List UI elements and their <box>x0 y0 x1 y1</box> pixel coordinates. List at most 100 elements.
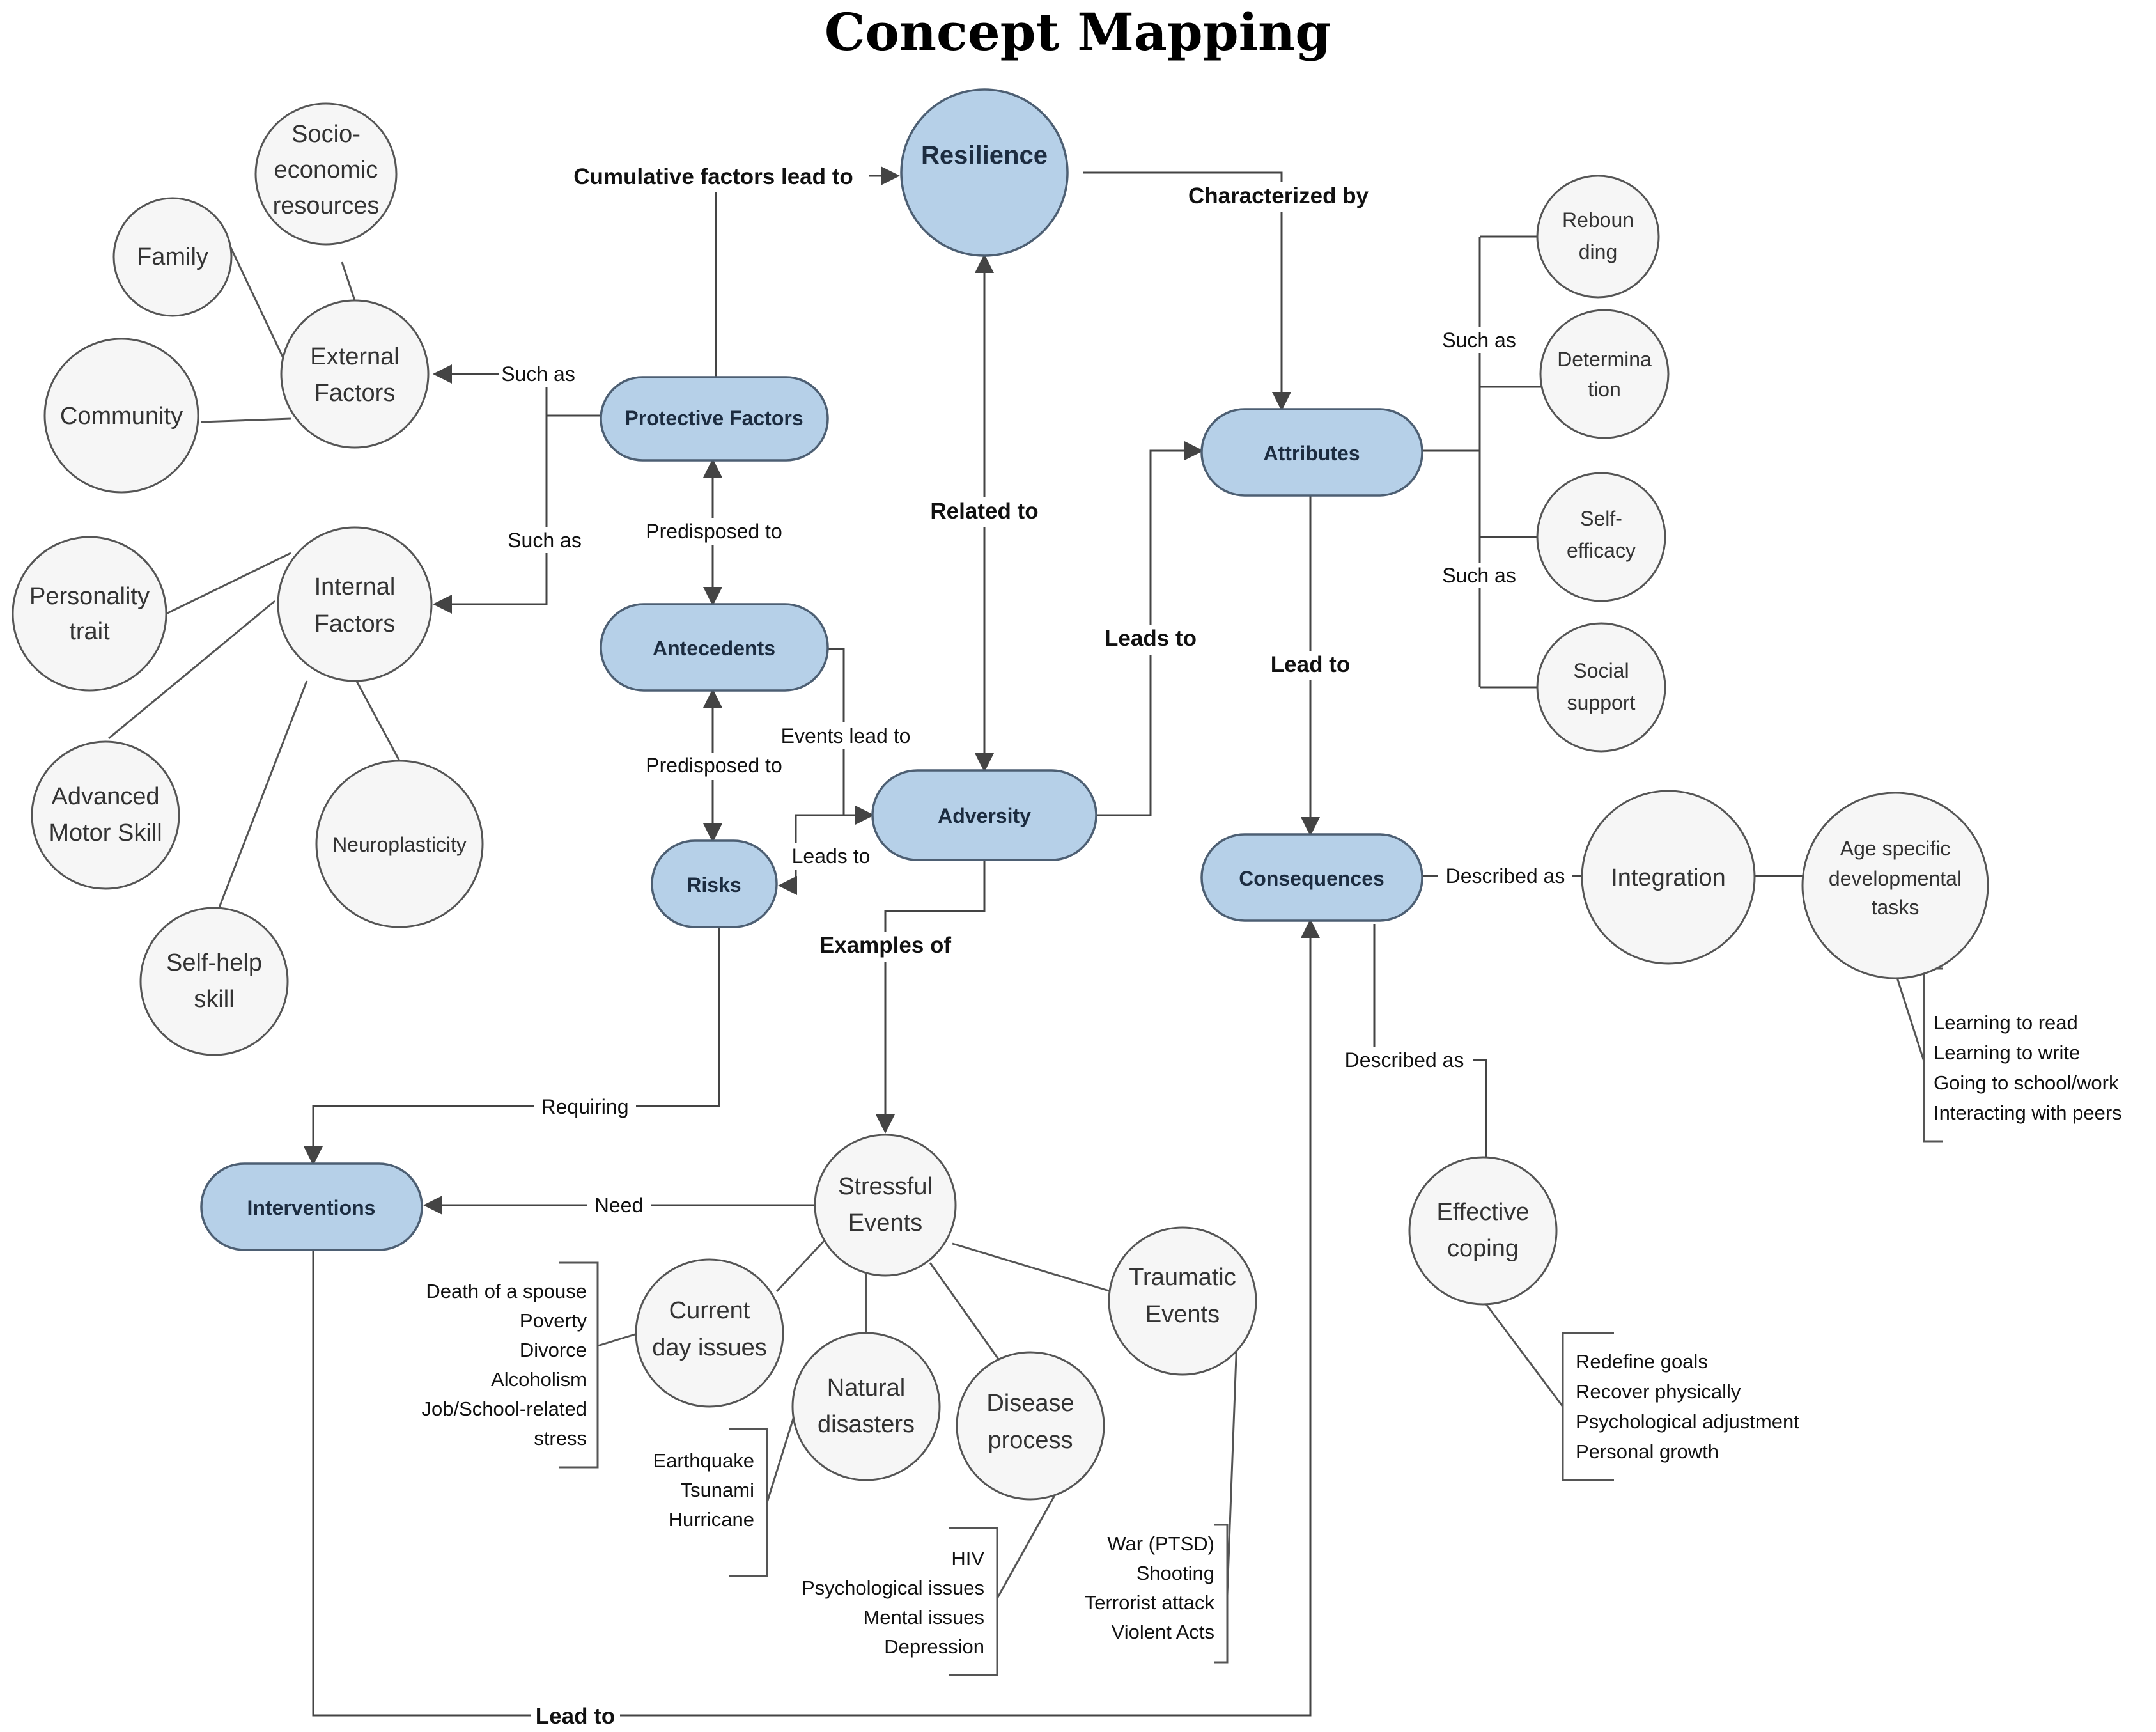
circle-self-efficacy: Self- efficacy <box>1536 472 1666 602</box>
svg-text:Age specific: Age specific <box>1840 837 1951 860</box>
edge-stressful-current <box>775 1239 826 1293</box>
svg-text:Current: Current <box>669 1297 750 1324</box>
edge-label-such-as-internal: Such as <box>502 527 588 553</box>
node-adversity: Adversity <box>871 769 1097 861</box>
edge-label-requiring: Requiring <box>534 1095 636 1120</box>
page-title: Concept Mapping <box>825 2 1331 62</box>
circle-external-factors: External Factors <box>280 299 430 449</box>
edge-label-need: Need <box>587 1193 651 1219</box>
svg-text:Events lead to: Events lead to <box>781 724 911 747</box>
list-item: Divorce <box>520 1339 587 1361</box>
edge-adversity-stressful <box>876 860 986 1134</box>
circle-social-support: Social support <box>1536 622 1666 753</box>
circle-personality-trait: Personality trait <box>12 536 167 692</box>
edge-external-socio <box>341 261 356 301</box>
svg-text:Leads to: Leads to <box>792 845 871 868</box>
edge-coping-line <box>1470 1059 1487 1157</box>
svg-text:Risks: Risks <box>686 873 741 896</box>
edge-label-examples-of: Examples of <box>809 932 965 962</box>
list-item: Psychological adjustment <box>1576 1410 1799 1433</box>
svg-text:Events: Events <box>848 1210 922 1237</box>
list-item: Learning to read <box>1934 1011 2078 1034</box>
edge-resilience-to-attributes <box>1083 171 1291 411</box>
edge-internal-personality <box>166 552 291 615</box>
svg-text:Traumatic: Traumatic <box>1129 1264 1236 1291</box>
svg-text:Determina: Determina <box>1557 348 1652 371</box>
svg-text:Predisposed to: Predisposed to <box>646 754 782 777</box>
edge-stressful-traumatic <box>952 1242 1122 1296</box>
svg-text:Internal: Internal <box>314 573 396 600</box>
svg-text:Described as: Described as <box>1446 864 1565 887</box>
svg-text:Such as: Such as <box>508 529 582 552</box>
list-item: Mental issues <box>863 1606 984 1628</box>
svg-text:Described as: Described as <box>1345 1049 1464 1072</box>
edge-label-such-as-attr-2: Such as <box>1435 563 1524 588</box>
svg-text:skill: skill <box>194 986 234 1013</box>
list-age-tasks: Learning to read Learning to write Going… <box>1934 1011 2122 1124</box>
svg-text:Self-help: Self-help <box>166 949 262 976</box>
circle-family: Family <box>112 197 233 317</box>
circle-stressful-events: Stressful Events <box>814 1134 957 1277</box>
edge-label-characterized: Characterized by <box>1173 182 1384 212</box>
svg-text:trait: trait <box>69 618 110 645</box>
edge-label-such-as-external: Such as <box>499 361 578 387</box>
node-attributes: Attributes <box>1200 408 1423 497</box>
svg-text:efficacy: efficacy <box>1567 539 1636 562</box>
edge-label-lead-to-bottom: Lead to <box>531 1703 620 1730</box>
edge-label-cumulative: Cumulative factors lead to <box>557 161 869 192</box>
svg-text:Personality: Personality <box>29 583 150 610</box>
svg-text:Self-: Self- <box>1580 507 1622 530</box>
svg-text:Need: Need <box>594 1194 644 1217</box>
node-risks: Risks <box>651 839 778 928</box>
svg-text:Such as: Such as <box>1442 564 1516 587</box>
svg-text:Advanced: Advanced <box>51 783 159 810</box>
circle-disease-process: Disease process <box>956 1351 1105 1501</box>
list-item: Poverty <box>520 1309 587 1332</box>
edge-label-predisposed-2: Predisposed to <box>633 753 796 780</box>
list-traumatic: War (PTSD) Shooting Terrorist attack Vio… <box>1085 1533 1215 1643</box>
edge-internal-selfhelp <box>213 680 308 921</box>
svg-text:Examples of: Examples of <box>819 933 952 958</box>
circle-internal-factors: Internal Factors <box>277 526 433 682</box>
list-item: Shooting <box>1136 1562 1214 1584</box>
svg-text:Family: Family <box>137 244 208 270</box>
svg-text:Factors: Factors <box>314 611 396 637</box>
svg-text:Resilience: Resilience <box>921 141 1048 169</box>
svg-text:Leads to: Leads to <box>1105 626 1197 651</box>
svg-text:coping: coping <box>1447 1235 1519 1262</box>
list-current-day: Death of a spouse Poverty Divorce Alcoho… <box>422 1280 587 1449</box>
svg-text:Interventions: Interventions <box>247 1196 376 1219</box>
list-item: Job/School-related <box>422 1398 587 1420</box>
svg-text:Requiring: Requiring <box>541 1095 629 1118</box>
svg-text:Such as: Such as <box>1442 329 1516 352</box>
list-item: Recover physically <box>1576 1380 1741 1403</box>
edge-internal-motor <box>108 600 275 740</box>
list-item: HIV <box>951 1547 984 1570</box>
svg-text:Motor Skill: Motor Skill <box>49 820 162 846</box>
edge-traumatic-bracket <box>1226 1339 1238 1596</box>
edge-coping-bracket <box>1485 1304 1564 1407</box>
edge-current-bracket <box>597 1332 640 1347</box>
circle-current-day-issues: Current day issues <box>635 1258 784 1408</box>
node-interventions: Interventions <box>200 1162 423 1251</box>
list-item: Learning to write <box>1934 1042 2080 1064</box>
svg-text:resources: resources <box>273 192 380 219</box>
bracket-disease <box>949 1527 998 1676</box>
svg-text:Neuroplasticity: Neuroplasticity <box>332 833 467 856</box>
circle-natural-disasters: Natural disasters <box>791 1332 941 1481</box>
edge-disease-bracket <box>996 1489 1059 1599</box>
circle-effective-coping: Effective coping <box>1408 1156 1558 1306</box>
edge-label-described-as-1: Described as <box>1438 863 1572 889</box>
node-protective-factors: Protective Factors <box>600 376 829 462</box>
edge-label-leads-to-risks: Leads to <box>783 843 879 870</box>
list-item: Psychological issues <box>802 1577 984 1599</box>
edge-interventions-consequences <box>312 919 1320 1717</box>
list-item: Violent Acts <box>1112 1621 1214 1643</box>
svg-text:disasters: disasters <box>818 1411 915 1438</box>
svg-text:tasks: tasks <box>1872 896 1919 919</box>
edge-label-lead-to-cons: Lead to <box>1256 651 1365 680</box>
list-item: Personal growth <box>1576 1440 1719 1463</box>
list-item: Hurricane <box>669 1508 754 1531</box>
